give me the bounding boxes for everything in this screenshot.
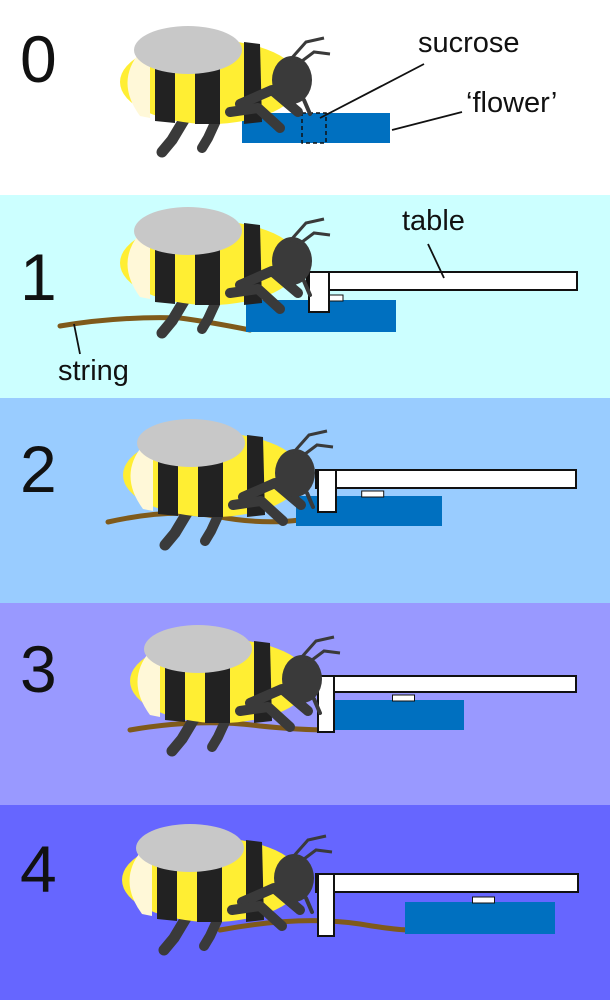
table-icon: [315, 873, 579, 893]
flower-disc-icon: [405, 902, 555, 934]
table-icon: [315, 675, 577, 693]
leader-sucrose: [319, 63, 425, 119]
leader-flower: [391, 111, 463, 131]
panel-background: [0, 195, 610, 398]
panel-number: 4: [20, 832, 57, 906]
sucrose-well-icon: [301, 112, 327, 144]
panel-number: 3: [20, 632, 57, 706]
panel-2: 2: [0, 398, 610, 603]
leader-table: [427, 243, 445, 279]
label-string: string: [58, 355, 129, 387]
string-icon: [127, 720, 333, 733]
sucrose-well-icon: [392, 694, 415, 702]
string-icon: [217, 918, 413, 933]
panel-1: 1: [0, 195, 610, 398]
flower-disc-icon: [334, 700, 464, 730]
label-sucrose: sucrose: [418, 27, 520, 59]
panel-number: 2: [20, 432, 57, 506]
table-leg: [308, 271, 330, 313]
panel-0: 0: [0, 0, 610, 195]
leader-string: [73, 323, 81, 355]
table-icon: [315, 469, 577, 489]
label-table: table: [402, 205, 465, 237]
table-leg: [317, 469, 337, 513]
sucrose-well-icon: [472, 896, 495, 904]
annotations: sucrose ‘flower’ table string: [58, 27, 557, 387]
table-leg: [317, 873, 335, 937]
panel-number: 1: [20, 240, 57, 314]
sucrose-well-icon: [361, 490, 385, 498]
label-flower: ‘flower’: [466, 87, 557, 119]
panel-4: 4: [0, 805, 610, 1000]
panel-number: 0: [20, 22, 57, 96]
panel-3: 3: [0, 603, 610, 805]
